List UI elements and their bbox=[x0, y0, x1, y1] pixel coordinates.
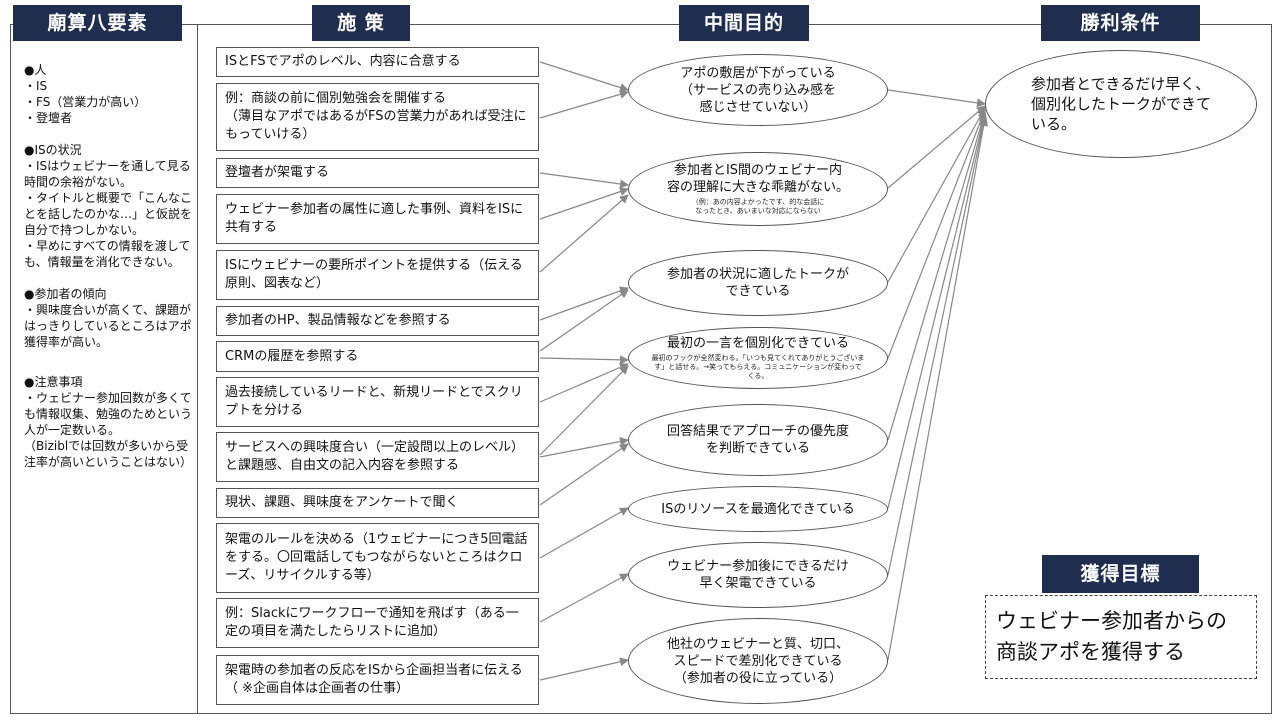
section-title: ●参加者の傾向 bbox=[24, 287, 107, 301]
header-elements: 廟算八要素 bbox=[13, 5, 182, 41]
intermediate-text: 参加者とIS間のウェビナー内 容の理解に大きな乖離がない。 bbox=[666, 163, 849, 195]
intermediate-ellipse: 回答結果でアプローチの優先度 を判断できている bbox=[628, 404, 888, 476]
intermediate-ellipse: アポの敷居が下がっている （サービスの売り込み感を 感じさせていない） bbox=[628, 54, 888, 126]
intermediate-text: 参加者の状況に適したトークが できている bbox=[666, 267, 849, 299]
header-intermediate: 中間目的 bbox=[679, 5, 809, 41]
header-measures: 施 策 bbox=[312, 5, 410, 41]
intermediate-ellipse: 最初の一言を個別化できている 最初のフックが全然変わる。「いつも見てくれてありが… bbox=[628, 327, 888, 389]
measure-box: 例：商談の前に個別勉強会を開催する （薄目なアポではあるがFSの営業力があれば受… bbox=[216, 83, 539, 151]
section-body: ・ISはウェビナーを通して見る時間の余裕がない。 ・タイトルと概要で「こんなこと… bbox=[24, 159, 193, 269]
intermediate-text: ISのリソースを最適化できている bbox=[661, 501, 855, 517]
measure-box: 過去接続しているリードと、新規リードとでスクリプトを分ける bbox=[216, 377, 539, 427]
section-participant-trend: ●参加者の傾向 ・興味度合いが高くて、課題がはっきりしているところはアポ獲得率が… bbox=[24, 286, 192, 350]
header-victory: 勝利条件 bbox=[1041, 5, 1200, 41]
measure-box: ISとFSでアポのレベル、内容に合意する bbox=[216, 47, 539, 77]
intermediate-text: アポの敷居が下がっている （サービスの売り込み感を 感じさせていない） bbox=[679, 65, 836, 115]
measure-box: 架電のルールを決める（1ウェビナーにつき5回電話をする。〇回電話してもつながらな… bbox=[216, 523, 539, 593]
intermediate-text: ウェビナー参加後にできるだけ 早く架電できている bbox=[667, 559, 849, 591]
measure-box: 架電時の参加者の反応をISから企画担当者に伝える（ ※企画自体は企画者の仕事） bbox=[216, 655, 539, 705]
victory-condition: 参加者とできるだけ早く、 個別化したトークができて いる。 bbox=[985, 50, 1257, 158]
elements-column: ●人 ・IS ・FS（営業力が高い） ・登壇者 ●ISの状況 ・ISはウェビナー… bbox=[24, 62, 192, 486]
intermediate-note: 最初のフックが全然変わる。「いつも見てくれてありがとうございます」と話せる。→笑… bbox=[651, 354, 865, 380]
target-goal: ウェビナー参加者からの 商談アポを獲得する bbox=[985, 595, 1257, 679]
intermediate-ellipse: 参加者とIS間のウェビナー内 容の理解に大きな乖離がない。 （例：あの内容よかっ… bbox=[628, 152, 888, 226]
section-title: ●注意事項 bbox=[24, 375, 83, 389]
section-is-status: ●ISの状況 ・ISはウェビナーを通して見る時間の余裕がない。 ・タイトルと概要… bbox=[24, 142, 192, 270]
intermediate-text: 回答結果でアプローチの優先度 を判断できている bbox=[666, 424, 849, 456]
header-target: 獲得目標 bbox=[1042, 555, 1199, 593]
measure-box: ISにウェビナーの要所ポイントを提供する（伝える原則、図表など） bbox=[216, 250, 539, 300]
section-body: ・興味度合いが高くて、課題がはっきりしているところはアポ獲得率が高い。 bbox=[24, 303, 192, 349]
intermediate-ellipse: 参加者の状況に適したトークが できている bbox=[628, 250, 888, 316]
measure-box: CRMの履歴を参照する bbox=[216, 341, 539, 372]
outer-frame bbox=[10, 24, 1272, 714]
intermediate-text: 他社のウェビナーと質、切口、 スピードで差別化できている （参加者の役に立ってい… bbox=[666, 636, 849, 686]
section-title: ●人 bbox=[24, 63, 47, 77]
intermediate-text: 最初の一言を個別化できている bbox=[666, 336, 849, 351]
intermediate-note: （例：あの内容よかったです、的な会話に なったとき、あいまいな対応にならない bbox=[691, 198, 825, 215]
intermediate-ellipse: ISのリソースを最適化できている bbox=[628, 486, 888, 532]
section-title: ●ISの状況 bbox=[24, 143, 82, 157]
intermediate-ellipse: 他社のウェビナーと質、切口、 スピードで差別化できている （参加者の役に立ってい… bbox=[628, 618, 888, 704]
measure-box: 参加者のHP、製品情報などを参照する bbox=[216, 306, 539, 336]
measure-box: 現状、課題、興味度をアンケートで聞く bbox=[216, 488, 539, 518]
section-body: ・ウェビナー参加回数が多くても情報収集、勉強のためという人が一定数いる。 （Bi… bbox=[24, 391, 193, 469]
intermediate-ellipse: ウェビナー参加後にできるだけ 早く架電できている bbox=[628, 542, 888, 608]
measure-box: ウェビナー参加者の属性に適した事例、資料をISに共有する bbox=[216, 194, 539, 244]
section-body: ・IS ・FS（営業力が高い） ・登壇者 bbox=[24, 79, 147, 125]
column-divider bbox=[197, 25, 198, 714]
measure-box: 例：Slackにワークフローで通知を飛ばす（ある一定の項目を満たしたらリストに追… bbox=[216, 598, 539, 648]
measure-box: サービスへの興味度合い（一定設問以上のレベル）と課題感、自由文の記入内容を参照す… bbox=[216, 432, 539, 482]
section-people: ●人 ・IS ・FS（営業力が高い） ・登壇者 bbox=[24, 62, 192, 126]
section-cautions: ●注意事項 ・ウェビナー参加回数が多くても情報収集、勉強のためという人が一定数い… bbox=[24, 374, 192, 470]
measure-box: 登壇者が架電する bbox=[216, 158, 539, 188]
